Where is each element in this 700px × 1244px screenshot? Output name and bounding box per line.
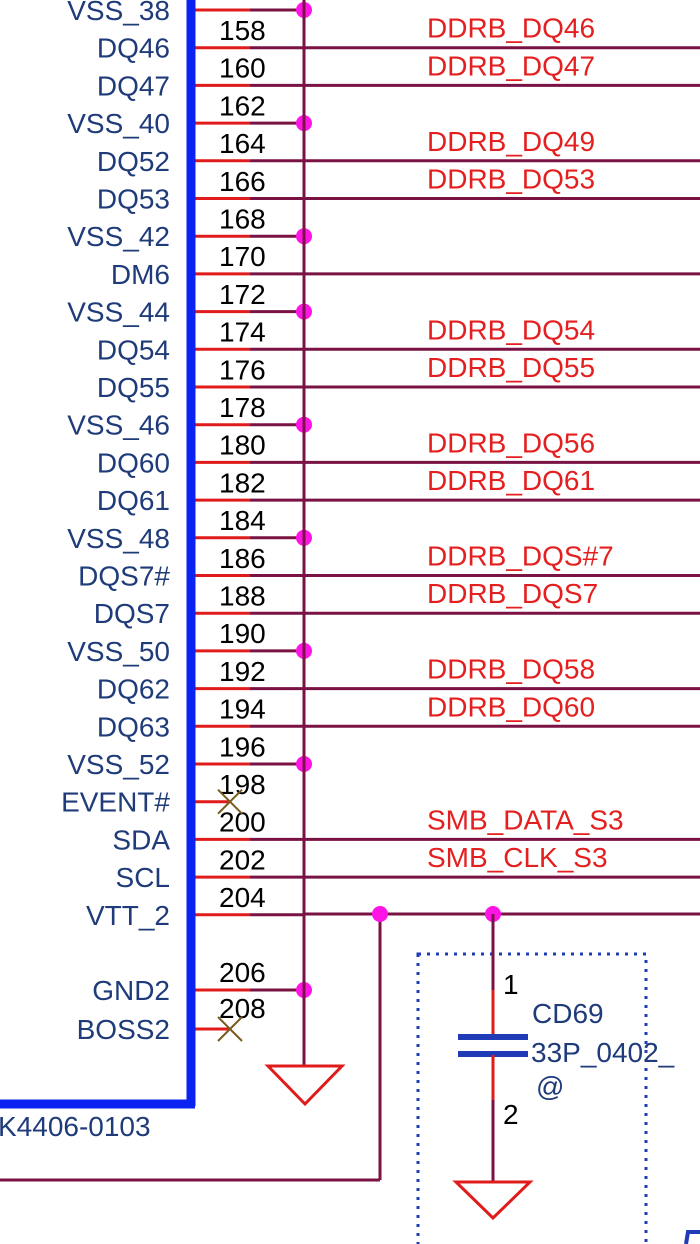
pin-name: DQ52 bbox=[97, 146, 170, 177]
pin-name: GND2 bbox=[92, 975, 170, 1006]
pin-number: 176 bbox=[219, 354, 266, 385]
pin-name: SCL bbox=[116, 862, 170, 893]
no-connect-mark bbox=[217, 788, 243, 815]
pin-name: DQ46 bbox=[97, 33, 170, 64]
net-label: SMB_CLK_S3 bbox=[427, 842, 608, 873]
pin-name: VSS_44 bbox=[67, 297, 170, 328]
pin-name: VSS_52 bbox=[67, 749, 170, 780]
pin-number: 166 bbox=[219, 166, 266, 197]
pin-name: DQ54 bbox=[97, 334, 170, 365]
capacitor-dotted-box bbox=[416, 952, 648, 1244]
pin-name: DQ47 bbox=[97, 70, 170, 101]
connector-part-number: K4406-0103 bbox=[0, 1111, 151, 1142]
pin-name: VSS_42 bbox=[67, 221, 170, 252]
pin-name: VSS_46 bbox=[67, 410, 170, 441]
page-corner-fragment bbox=[684, 1230, 700, 1244]
capacitor-marker: @ bbox=[536, 1071, 564, 1102]
pin-name: VSS_48 bbox=[67, 523, 170, 554]
net-label: DDRB_DQ58 bbox=[427, 654, 595, 685]
pin-name: VSS_38 bbox=[67, 0, 170, 26]
net-label: SMB_DATA_S3 bbox=[427, 804, 624, 835]
pin-number: 184 bbox=[219, 505, 266, 536]
net-label: DDRB_DQ46 bbox=[427, 13, 595, 44]
pin-number: 208 bbox=[219, 993, 266, 1024]
pin-number: 182 bbox=[219, 467, 266, 498]
pin-name: EVENT# bbox=[61, 787, 170, 818]
pin-number: 206 bbox=[219, 957, 266, 988]
pin-number: 158 bbox=[219, 15, 266, 46]
capacitor-value: 33P_0402_ bbox=[531, 1037, 675, 1068]
pin-name: DQ55 bbox=[97, 372, 170, 403]
capacitor-pin2-number: 2 bbox=[503, 1099, 519, 1130]
net-label: DDRB_DQ53 bbox=[427, 164, 595, 195]
pin-name: DQ60 bbox=[97, 447, 170, 478]
net-label: DDRB_DQ54 bbox=[427, 314, 595, 345]
pin-number: 202 bbox=[219, 844, 266, 875]
pin-number: 188 bbox=[219, 581, 266, 612]
pin-number: 168 bbox=[219, 204, 266, 235]
pin-name: DQ62 bbox=[97, 674, 170, 705]
pin-number: 174 bbox=[219, 317, 266, 348]
pin-name: BOSS2 bbox=[77, 1014, 170, 1045]
pin-name: VSS_40 bbox=[67, 108, 170, 139]
pin-name: DM6 bbox=[111, 259, 170, 290]
net-label: DDRB_DQ49 bbox=[427, 126, 595, 157]
junction-dot bbox=[372, 906, 388, 922]
pin-name: VTT_2 bbox=[86, 900, 170, 931]
no-connect-mark bbox=[217, 1016, 243, 1042]
net-label: DDRB_DQS7 bbox=[427, 578, 598, 609]
ground-symbol-capacitor bbox=[452, 1180, 534, 1221]
capacitor-pin1-number: 1 bbox=[503, 969, 519, 1000]
net-label: DDRB_DQ55 bbox=[427, 352, 595, 383]
pin-number: 192 bbox=[219, 656, 266, 687]
pin-name: DQ63 bbox=[97, 711, 170, 742]
ground-symbol-bus bbox=[264, 1064, 346, 1107]
pin-name: DQ61 bbox=[97, 485, 170, 516]
pin-number: 180 bbox=[219, 430, 266, 461]
pin-name: VSS_50 bbox=[67, 636, 170, 667]
capacitor-reference: CD69 bbox=[532, 998, 604, 1029]
pin-name: DQ53 bbox=[97, 184, 170, 215]
net-label: DDRB_DQ56 bbox=[427, 427, 595, 458]
pin-name: SDA bbox=[112, 824, 170, 855]
pin-number: 204 bbox=[219, 882, 266, 913]
pin-name: DQS7 bbox=[94, 598, 170, 629]
pin-number: 186 bbox=[219, 543, 266, 574]
pin-number: 190 bbox=[219, 618, 266, 649]
pin-number: 160 bbox=[219, 53, 266, 84]
net-label: DDRB_DQ61 bbox=[427, 465, 595, 496]
net-label: DDRB_DQ47 bbox=[427, 50, 595, 81]
pin-number: 196 bbox=[219, 731, 266, 762]
pin-number: 178 bbox=[219, 392, 266, 423]
pin-number: 172 bbox=[219, 279, 266, 310]
pin-number: 194 bbox=[219, 694, 266, 725]
pin-number: 200 bbox=[219, 807, 266, 838]
pin-name: DQS7# bbox=[78, 561, 170, 592]
pin-number: 162 bbox=[219, 90, 266, 121]
pin-number: 170 bbox=[219, 241, 266, 272]
net-label: DDRB_DQS#7 bbox=[427, 541, 614, 572]
pins-layer: VSS_38158DQ46160DDRB_DQ46DQ47162DDRB_DQ4… bbox=[61, 0, 700, 1045]
pin-number: 198 bbox=[219, 769, 266, 800]
net-label: DDRB_DQ60 bbox=[427, 691, 595, 722]
pin-number: 164 bbox=[219, 128, 266, 159]
